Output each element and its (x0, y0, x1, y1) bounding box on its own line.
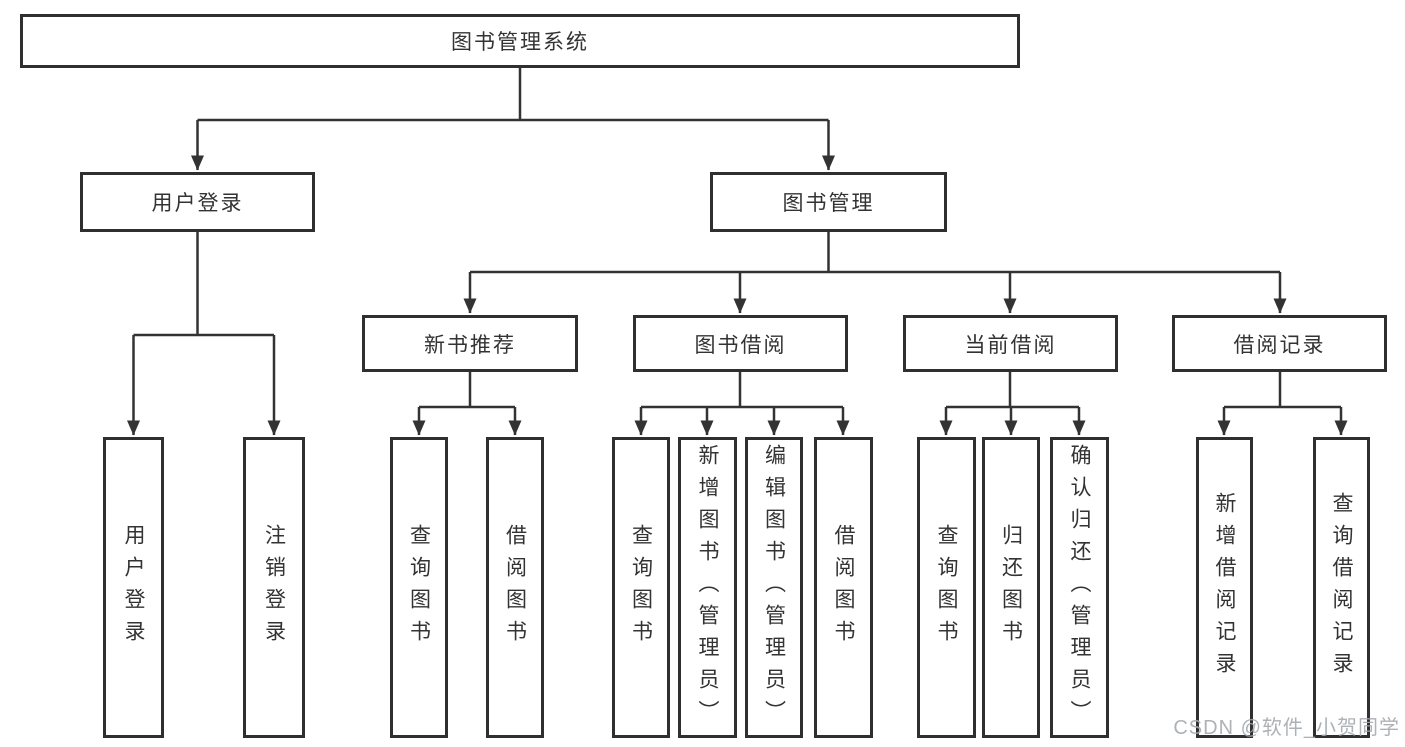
node-new-book-recommend-label: 新书推荐 (424, 333, 516, 357)
connector-user-login-group (133, 232, 274, 337)
node-library-system-label: 图书管理系统 (451, 31, 589, 54)
leaf-add-borrow-record: 新增借阅记录 (1196, 437, 1253, 738)
leaf-borrow-books-1-label: 借阅图书 (503, 523, 527, 652)
leaf-borrow-books-2-label: 借阅图书 (832, 523, 855, 652)
connector-current-borrowing-group (946, 372, 1079, 409)
node-borrowing-records: 借阅记录 (1172, 315, 1387, 372)
connector-root-to-level2 (197, 68, 829, 122)
leaf-borrow-books-1: 借阅图书 (486, 437, 544, 738)
node-user-login: 用户登录 (80, 172, 315, 232)
leaf-add-borrow-record-label: 新增借阅记录 (1213, 491, 1236, 684)
leaf-add-books-admin-label: 新增图书（管理员） (696, 443, 719, 732)
csdn-watermark: CSDN @软件_小贺同学 (1173, 717, 1400, 739)
leaf-edit-books-admin: 编辑图书（管理员） (745, 437, 803, 738)
leaf-return-books-label: 归还图书 (999, 523, 1023, 652)
leaf-edit-books-admin-label: 编辑图书（管理员） (762, 443, 786, 732)
leaf-logout: 注销登录 (243, 437, 305, 738)
node-book-management: 图书管理 (710, 172, 947, 232)
leaf-confirm-return-admin: 确认归还（管理员） (1050, 437, 1109, 738)
node-book-borrowing: 图书借阅 (633, 315, 848, 372)
leaf-add-books-admin: 新增图书（管理员） (678, 437, 737, 738)
leaf-logout-label: 注销登录 (262, 523, 286, 652)
leaf-query-books-1-label: 查询图书 (407, 523, 431, 652)
node-borrowing-records-label: 借阅记录 (1233, 333, 1326, 357)
node-current-borrowing-label: 当前借阅 (964, 333, 1057, 357)
node-book-management-label: 图书管理 (782, 192, 875, 215)
leaf-user-login: 用户登录 (103, 437, 164, 738)
connector-book-management-group (470, 232, 1280, 274)
node-current-borrowing: 当前借阅 (903, 315, 1118, 372)
connector-new-book-group (419, 372, 515, 409)
node-book-borrowing-label: 图书借阅 (694, 333, 787, 357)
leaf-query-books-2-label: 查询图书 (629, 523, 653, 652)
leaf-user-login-label: 用户登录 (122, 523, 145, 652)
node-new-book-recommend: 新书推荐 (362, 315, 578, 372)
leaf-confirm-return-admin-label: 确认归还（管理员） (1068, 443, 1091, 732)
leaf-query-books-3: 查询图书 (917, 437, 976, 738)
leaf-query-books-2: 查询图书 (612, 437, 670, 738)
leaf-return-books: 归还图书 (982, 437, 1040, 738)
leaf-query-borrow-record-label: 查询借阅记录 (1330, 491, 1353, 684)
leaf-borrow-books-2: 借阅图书 (814, 437, 873, 738)
leaf-query-books-1: 查询图书 (390, 437, 448, 738)
leaf-query-borrow-record: 查询借阅记录 (1313, 437, 1370, 738)
connector-book-borrowing-group (641, 372, 843, 409)
node-library-system: 图书管理系统 (20, 14, 1020, 68)
node-user-login-label: 用户登录 (151, 192, 244, 215)
connector-borrowing-records-group (1224, 372, 1341, 409)
leaf-query-books-3-label: 查询图书 (935, 523, 958, 652)
